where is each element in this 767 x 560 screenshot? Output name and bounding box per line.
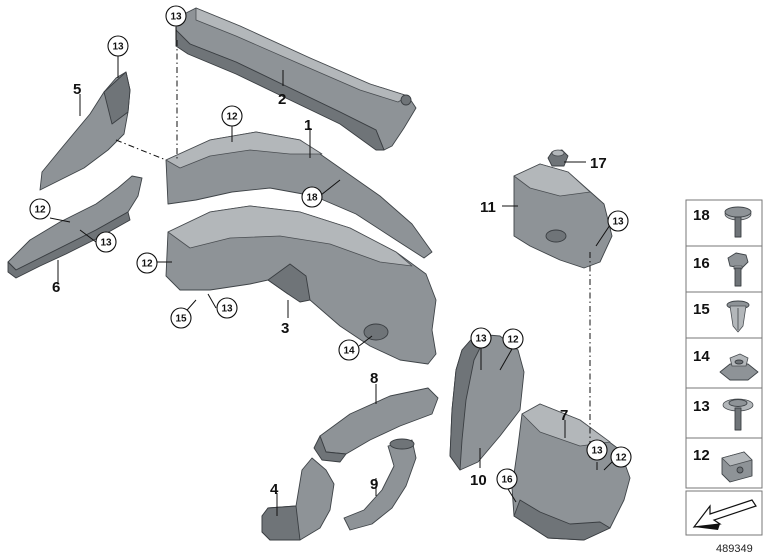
- part-8-duct: [313, 387, 439, 463]
- circled-callout-12-part3: 12: [136, 252, 158, 274]
- callout-8: 8: [370, 370, 378, 387]
- callout-11: 11: [480, 199, 496, 216]
- circled-callout-12-part6: 12: [29, 198, 51, 220]
- callout-6: 6: [52, 279, 60, 296]
- circled-callout-18-part1: 18: [301, 186, 323, 208]
- part-4-bracket: [261, 457, 335, 541]
- assembly-lines: [115, 40, 591, 458]
- svg-text:12: 12: [141, 259, 153, 270]
- circled-callout-14-part3: 14: [338, 339, 360, 361]
- callout-2: 2: [278, 91, 286, 108]
- part-1-upper-panel: [165, 131, 433, 259]
- collar-screw-icon: [722, 398, 754, 431]
- circled-callout-15-part3: 15: [170, 307, 192, 329]
- circled-callout-16-part7: 16: [496, 468, 518, 490]
- callout-9: 9: [370, 476, 378, 493]
- part-3-main-panel: [165, 205, 437, 365]
- spring-nut-icon: [721, 451, 753, 483]
- circled-callout-13-top: 13: [165, 5, 187, 27]
- legend-item-18: 18: [685, 199, 763, 247]
- part-2-cross-member: [175, 7, 417, 151]
- fastener-legend: 18 16 15: [685, 199, 763, 536]
- svg-text:13: 13: [112, 42, 124, 53]
- circled-callout-12-part7: 12: [610, 446, 632, 468]
- svg-text:15: 15: [175, 314, 187, 325]
- circled-callout-13-part11: 13: [607, 210, 629, 232]
- circled-callout-13-part6: 13: [95, 231, 117, 253]
- svg-text:16: 16: [501, 475, 513, 486]
- clip-nut-icon: [719, 353, 759, 381]
- callout-3: 3: [281, 320, 289, 337]
- callout-17: 17: [590, 155, 607, 172]
- svg-text:14: 14: [343, 346, 355, 357]
- callout-10: 10: [470, 472, 487, 489]
- legend-symbol-cell: [685, 490, 763, 536]
- svg-text:12: 12: [693, 447, 710, 464]
- svg-text:12: 12: [507, 335, 519, 346]
- svg-text:12: 12: [615, 453, 627, 464]
- leader-lines: [49, 27, 613, 516]
- callout-4: 4: [270, 481, 279, 498]
- svg-text:13: 13: [693, 398, 710, 415]
- circled-callout-12-part10: 12: [502, 328, 524, 350]
- legend-item-14: 14: [685, 337, 763, 389]
- legend-item-16: 16: [685, 245, 763, 293]
- document-number: 489349: [716, 543, 753, 555]
- expanding-rivet-icon: [726, 300, 750, 333]
- part-10-cover: [449, 333, 525, 471]
- part-5-bracket: [39, 71, 131, 191]
- legend-item-12: 12: [685, 437, 763, 489]
- circled-callout-13-part3: 13: [216, 297, 238, 319]
- svg-text:13: 13: [221, 304, 233, 315]
- svg-text:12: 12: [34, 205, 46, 216]
- svg-text:13: 13: [475, 334, 487, 345]
- svg-text:13: 13: [100, 238, 112, 249]
- part-6-bracket: [7, 175, 143, 279]
- part-7-box-cover: [511, 403, 631, 541]
- direction-arrow-icon: [692, 499, 757, 530]
- callout-5: 5: [73, 81, 81, 98]
- callout-1: 1: [304, 117, 312, 134]
- part-9-tube: [343, 438, 417, 531]
- svg-text:13: 13: [170, 12, 182, 23]
- bolt-icon: [727, 252, 749, 287]
- svg-text:15: 15: [693, 301, 710, 318]
- svg-text:12: 12: [226, 112, 238, 123]
- legend-item-15: 15: [685, 291, 763, 339]
- svg-text:13: 13: [591, 446, 603, 457]
- circled-callout-13-part10: 13: [470, 327, 492, 349]
- svg-text:13: 13: [612, 217, 624, 228]
- svg-text:18: 18: [306, 193, 318, 204]
- part-17-nut: [547, 149, 569, 167]
- circled-callout-13-part7: 13: [586, 439, 608, 461]
- part-11-bracket: [513, 163, 613, 269]
- svg-text:14: 14: [693, 348, 710, 365]
- legend-item-13: 13: [685, 387, 763, 439]
- callout-7: 7: [560, 407, 568, 424]
- screw-icon: [724, 206, 752, 238]
- svg-text:16: 16: [693, 255, 710, 272]
- circled-callout-12-part1: 12: [221, 105, 243, 127]
- circled-callout-13-part5: 13: [107, 35, 129, 57]
- svg-text:18: 18: [693, 207, 710, 224]
